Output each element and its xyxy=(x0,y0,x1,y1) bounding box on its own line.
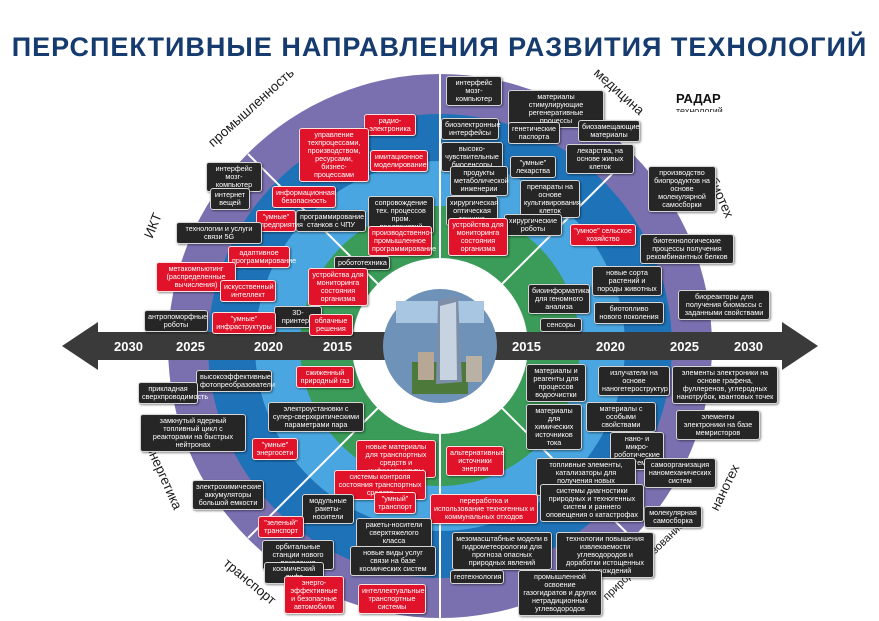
tech-label: генетические паспорта xyxy=(508,122,560,144)
tech-label: излучатели на основе наногетероструктур xyxy=(598,366,670,396)
tech-label: "умные" инфраструктуры xyxy=(212,312,276,334)
tech-label: интеллектуальные транспортные системы xyxy=(358,584,426,614)
tech-label: биотопливо нового поколения xyxy=(594,302,664,324)
tech-label: антропоморфные роботы xyxy=(144,310,208,332)
tech-label: материалы и реагенты для процессов водоо… xyxy=(526,364,586,402)
tech-label: модульные ракеты-носители xyxy=(302,494,354,524)
tech-label: "умное" сельское хозяйство xyxy=(570,224,636,246)
tech-label: биозамещающие материалы xyxy=(578,120,640,142)
tech-label: управление техпроцессами, производством,… xyxy=(299,128,369,182)
page-title: ПЕРСПЕКТИВНЫЕ НАПРАВЛЕНИЯ РАЗВИТИЯ ТЕХНО… xyxy=(11,32,868,62)
tech-label: геотехнология xyxy=(450,570,504,584)
tech-label: облачные решения xyxy=(309,314,353,336)
tech-label: интерфейс мозг-компьютер xyxy=(206,162,262,192)
tech-label: материалы для химических источников тока xyxy=(526,404,582,450)
tech-label: замкнутый ядерный топливный цикл с реакт… xyxy=(140,414,246,452)
tech-label: новые виды услуг связи на базе космическ… xyxy=(350,546,436,576)
tech-label: прикладная сверхпроводимость xyxy=(138,382,208,404)
tech-label: технологии и услуги связи 5G xyxy=(176,222,262,244)
year-left-2030: 2030 xyxy=(114,339,143,354)
tech-label: хирургические роботы xyxy=(504,214,562,236)
tech-label: энерго-эффективные и безопасные автомоби… xyxy=(284,576,344,614)
tech-label: промышленной освоение газогидратов и дру… xyxy=(518,570,602,616)
tech-label: биоинформатика для геномного анализа xyxy=(528,284,590,314)
tech-label: самоорганизация наномеханических систем xyxy=(644,458,716,488)
tech-label: адаптивное программирование xyxy=(228,246,296,268)
year-right-2020: 2020 xyxy=(596,339,625,354)
tech-label: биореакторы для получения биомассы с зад… xyxy=(678,290,770,320)
year-right-2025: 2025 xyxy=(670,339,699,354)
year-right-2015: 2015 xyxy=(512,339,541,354)
tech-label: "умный" транспорт xyxy=(374,492,416,514)
radar-tag: РАДАР xyxy=(676,91,721,106)
tech-label: электрохимические аккумуляторы большой е… xyxy=(192,480,264,510)
tech-label: искусственный интеллект xyxy=(220,280,276,302)
tech-label: высокоэффективные фотопреобразователи xyxy=(196,370,275,392)
tech-label: радио-электроника xyxy=(364,114,416,136)
tech-label: системы диагностики природных и техноген… xyxy=(540,484,644,522)
tech-label: интернет вещей xyxy=(210,188,250,210)
tech-label: устройства для мониторинга состояния орг… xyxy=(308,268,368,306)
tech-label: новые сорта растений и породы животных xyxy=(592,266,662,296)
year-left-2015: 2015 xyxy=(323,339,352,354)
year-left-2020: 2020 xyxy=(254,339,283,354)
tech-label: материалы с особыми свойствами xyxy=(586,402,656,432)
tech-label: производство биопродуктов на основе моле… xyxy=(648,166,716,212)
tech-label: сжиженный природный газ xyxy=(296,366,354,388)
radar-tag-sub: технологий xyxy=(676,106,723,112)
tech-label: продукты метаболической инженерии xyxy=(450,166,509,196)
tech-label: элементы электроники на основе графена, … xyxy=(672,366,778,404)
tech-label: электроустановки с супер-сверхкритически… xyxy=(268,402,364,432)
tech-label: "умные" энергосети xyxy=(252,438,298,460)
tech-label: устройства для мониторинга состояния орг… xyxy=(448,218,508,256)
tech-label: программирование станков с ЧПУ xyxy=(296,210,366,232)
tech-label: имитационное моделирование xyxy=(370,150,428,172)
tech-label: "зеленый" транспорт xyxy=(258,516,304,538)
tech-label: элементы электроники на базе мемристоров xyxy=(676,410,760,440)
tech-label: "умные" лекарства xyxy=(510,156,556,178)
tech-label: производственно-промышленное программиро… xyxy=(368,226,436,256)
year-right-2030: 2030 xyxy=(734,339,763,354)
tech-label: интерфейс мозг-компьютер xyxy=(446,76,502,106)
tech-label: ракеты-носители сверхтяжелого класса xyxy=(356,518,432,548)
tech-label: информационная безопасность xyxy=(272,186,336,208)
tech-label: мезомасштабные модели в гидрометеорологи… xyxy=(452,532,552,570)
tech-label: альтернативные источники энергии xyxy=(446,446,505,476)
tech-label: переработка и использование техногенных … xyxy=(430,494,538,524)
tech-label: лекарства, на основе живых клеток xyxy=(566,144,634,174)
tech-label: биоэлектронные интерфейсы xyxy=(441,118,500,140)
tech-label: молекулярная самосборка xyxy=(644,506,702,528)
year-left-2025: 2025 xyxy=(176,339,205,354)
tech-label: "умные" предприятия xyxy=(256,210,303,232)
tech-label: сенсоры xyxy=(540,318,582,332)
tech-label: биотехнологические процессы получения ре… xyxy=(640,234,734,264)
tech-label: препараты на основе культивирования клет… xyxy=(520,180,581,218)
